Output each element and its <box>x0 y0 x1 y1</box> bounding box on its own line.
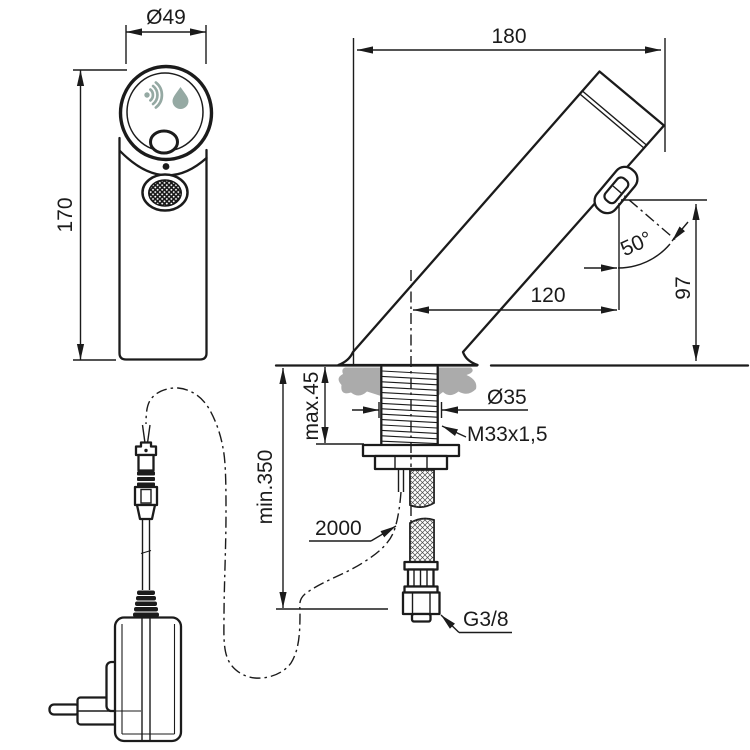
dim-text-hole-diameter: Ø35 <box>487 386 527 409</box>
sensor-window <box>149 129 179 155</box>
water-drop-icon <box>172 87 189 109</box>
dim-cap-diameter: Ø49 <box>125 6 207 64</box>
dim-text-min-clearance: min.350 <box>254 450 277 525</box>
dim-text-width-180: 180 <box>491 25 526 48</box>
faucet-body-side <box>337 70 666 367</box>
dim-max-deck: max.45 <box>300 367 364 445</box>
supply-hose-upper <box>409 469 435 508</box>
connector-plug-tip <box>134 441 158 457</box>
dim-height-170: 170 <box>54 69 127 361</box>
dim-text-reach-120: 120 <box>530 284 565 307</box>
dim-text-cap-diameter: Ø49 <box>146 6 186 29</box>
cap-top-face <box>118 64 214 162</box>
cap-groove-line-2 <box>580 93 645 150</box>
stream-axis-line <box>612 185 679 243</box>
mounting-nut <box>373 454 449 471</box>
label-text-shank-thread: M33x1,5 <box>467 423 548 446</box>
deck-section-right <box>438 367 477 396</box>
indicator-dot <box>162 163 170 170</box>
cap-groove-line-1 <box>582 90 648 147</box>
side-view: 50° 180 120 97 <box>254 25 750 634</box>
spout-outlet <box>593 165 639 215</box>
label-shank-thread: M33x1,5 <box>441 423 548 446</box>
dim-text-max-deck: max.45 <box>300 372 323 441</box>
inline-connector <box>133 424 159 590</box>
deck-section-left <box>338 367 381 396</box>
inlet-hex-nut <box>401 591 441 616</box>
sensor-icon <box>144 81 189 109</box>
hose-connector <box>401 560 441 623</box>
strain-relief <box>133 590 159 617</box>
aerator <box>141 173 189 212</box>
front-view: Ø49 170 <box>54 6 214 361</box>
label-inlet-thread: G3/8 <box>440 608 512 634</box>
plug-pin <box>48 703 82 716</box>
power-adapter <box>48 590 183 743</box>
dim-angle-50: 50° <box>584 221 689 272</box>
dim-height-97: 97 <box>672 204 700 361</box>
faucet-body-outline <box>118 136 208 361</box>
dim-text-height-170: 170 <box>54 197 77 232</box>
adapter-body <box>113 616 183 743</box>
dim-text-height-97: 97 <box>672 276 695 299</box>
label-text-cable-length: 2000 <box>315 517 362 540</box>
label-text-inlet-thread: G3/8 <box>463 608 509 631</box>
dim-hole-diameter: Ø35 <box>352 386 528 418</box>
supply-hose-lower <box>409 517 435 563</box>
power-wire-stub <box>397 470 405 492</box>
connector-ribs <box>137 471 155 487</box>
dim-width-180: 180 <box>352 25 666 364</box>
mounting-thread <box>380 365 439 447</box>
dim-text-angle: 50° <box>617 227 655 261</box>
dim-min-clearance: min.350 <box>254 368 388 610</box>
dim-reach-120: 120 <box>413 284 617 314</box>
power-cable <box>145 387 402 679</box>
signal-waves-icon <box>144 81 164 109</box>
label-cable-length: 2000 <box>309 517 397 542</box>
